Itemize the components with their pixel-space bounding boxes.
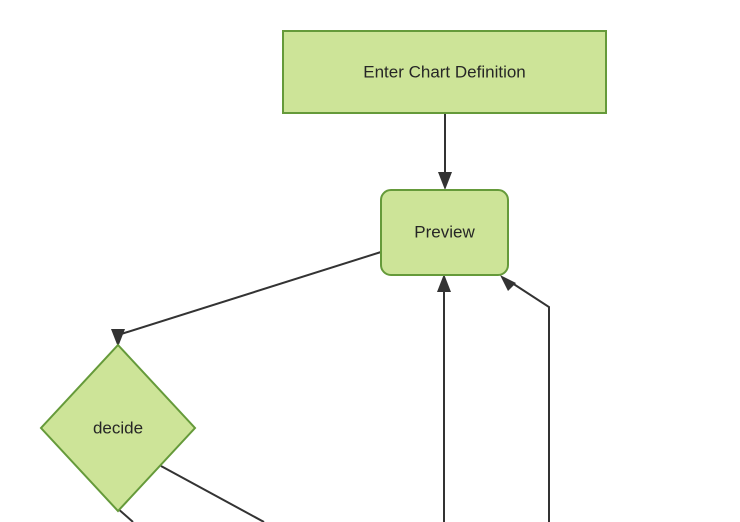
node-label-preview: Preview <box>414 222 475 241</box>
node-label-enter-chart-definition: Enter Chart Definition <box>363 62 526 81</box>
node-decide[interactable]: decide <box>39 343 197 513</box>
edge-bottom-center-to-preview[interactable] <box>437 274 451 522</box>
node-label-decide: decide <box>93 418 143 437</box>
edge-line <box>160 465 265 522</box>
edge-enter-to-preview[interactable] <box>438 113 452 190</box>
edge-line <box>508 280 550 522</box>
node-rounded-rectangle-shape <box>380 189 509 276</box>
node-enter-chart-definition[interactable]: Enter Chart Definition <box>282 30 607 114</box>
edge-bottom-right-to-preview[interactable] <box>500 275 550 522</box>
node-layer: Enter Chart Definition Preview decide <box>39 30 607 513</box>
edge-decide-to-bottom-right[interactable] <box>160 465 265 522</box>
arrowhead-icon <box>500 275 516 291</box>
arrowhead-icon <box>111 329 125 347</box>
node-rectangle-shape <box>282 30 607 114</box>
arrowhead-icon <box>437 274 451 292</box>
arrowhead-icon <box>438 172 452 190</box>
edge-preview-to-decide[interactable] <box>111 251 382 347</box>
node-preview[interactable]: Preview <box>380 189 509 276</box>
edge-line <box>117 251 382 336</box>
node-diamond-shape <box>39 343 197 513</box>
edge-layer <box>107 113 550 522</box>
